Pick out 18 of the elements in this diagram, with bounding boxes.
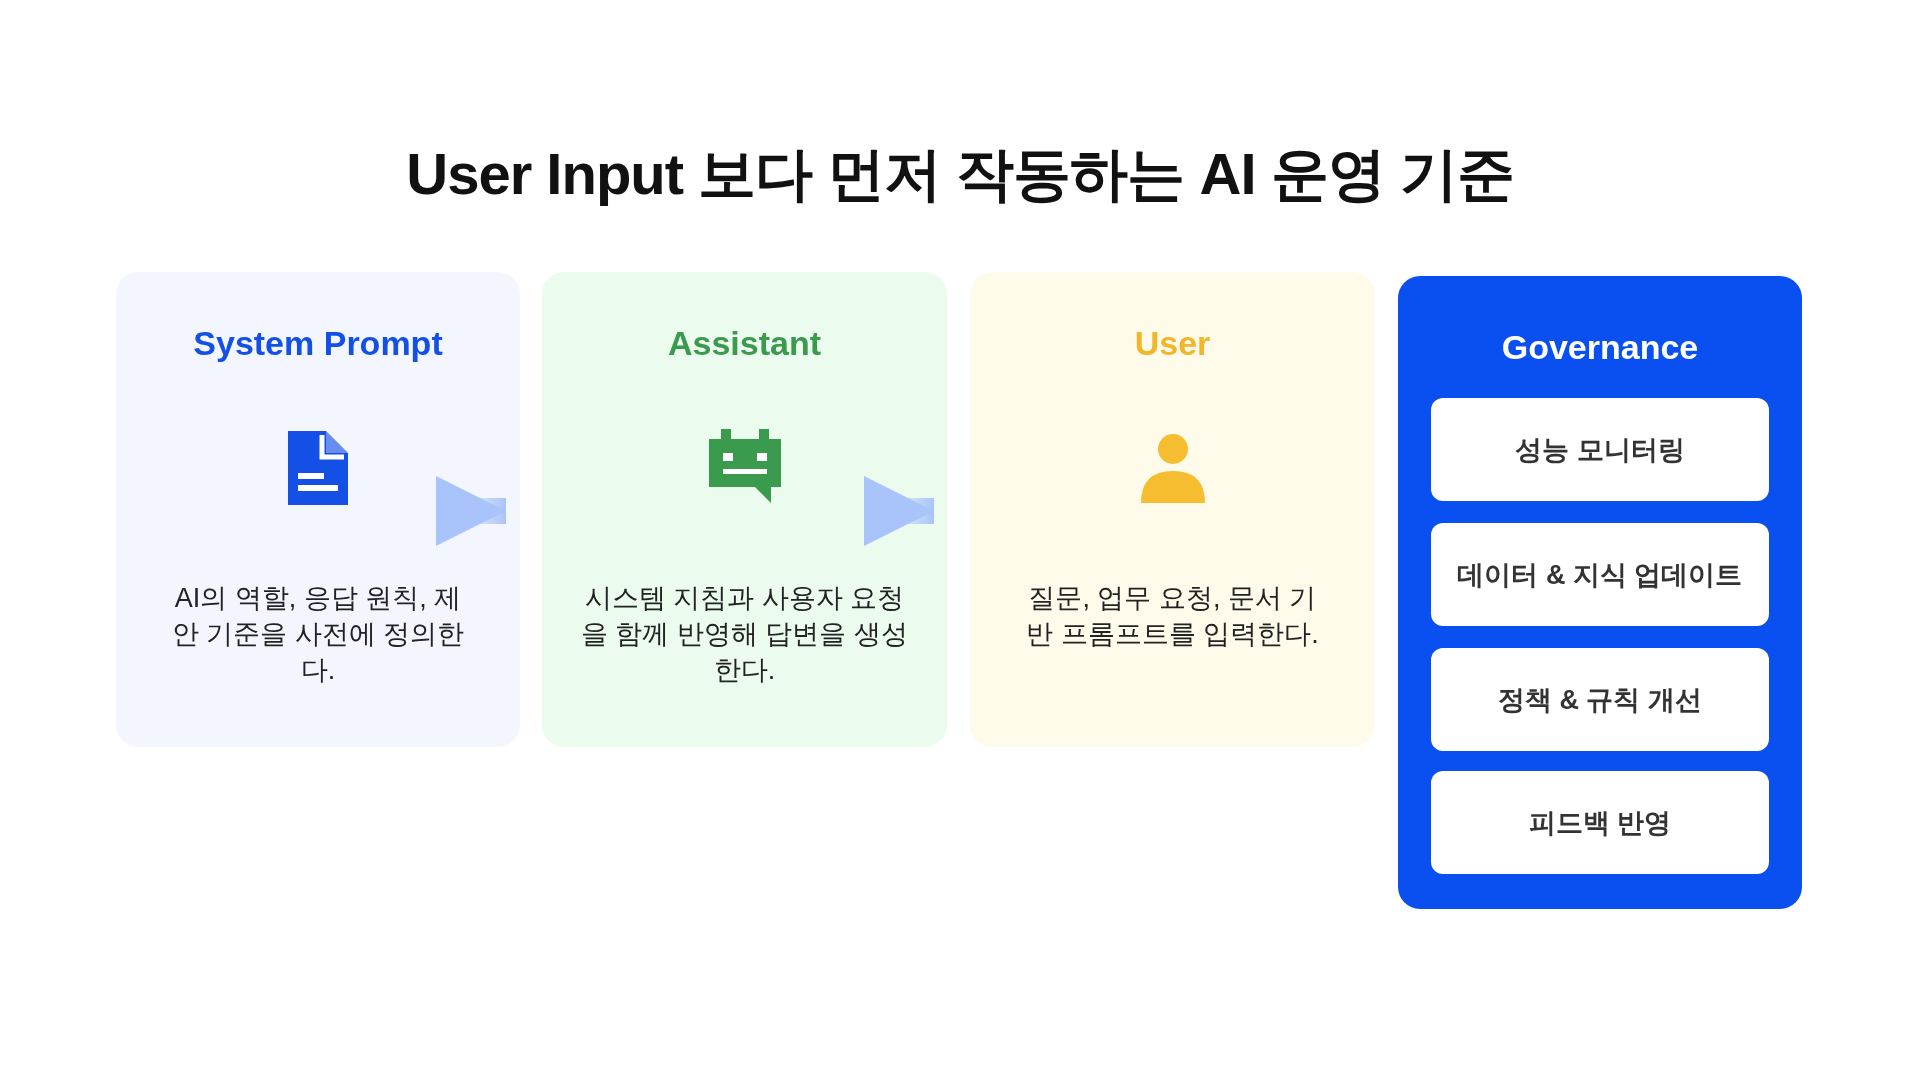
stage-card bbox=[116, 272, 520, 747]
item-box: 정책 & 규칙 개선 bbox=[1431, 648, 1769, 751]
title: User Input 보다 먼저 작동하는 AI 운영 기준 bbox=[405, 140, 1515, 208]
stage-card bbox=[542, 272, 947, 747]
card-heading: Assistant bbox=[666, 324, 823, 363]
item-box: 성능 모니터링 bbox=[1431, 398, 1769, 501]
card-description: AI의 역할, 응답 원칙, 제안 기준을 사전에 정의한다. bbox=[170, 582, 466, 687]
card-heading: User bbox=[1133, 324, 1212, 363]
stage-card bbox=[1398, 276, 1802, 909]
item-box: 데이터 & 지식 업데이트 bbox=[1431, 523, 1769, 626]
card-heading: Governance bbox=[1500, 328, 1700, 367]
card-description: 질문, 업무 요청, 문서 기반 프롬프트를 입력한다. bbox=[1025, 582, 1320, 651]
card-description: 시스템 지침과 사용자 요청을 함께 반영해 답변을 생성한다. bbox=[580, 582, 909, 687]
card-heading: System Prompt bbox=[192, 324, 444, 363]
flow-arrow bbox=[863, 475, 934, 547]
item-box: 피드백 반영 bbox=[1431, 771, 1769, 874]
stage-card bbox=[970, 272, 1375, 747]
flow-arrow bbox=[435, 475, 506, 547]
